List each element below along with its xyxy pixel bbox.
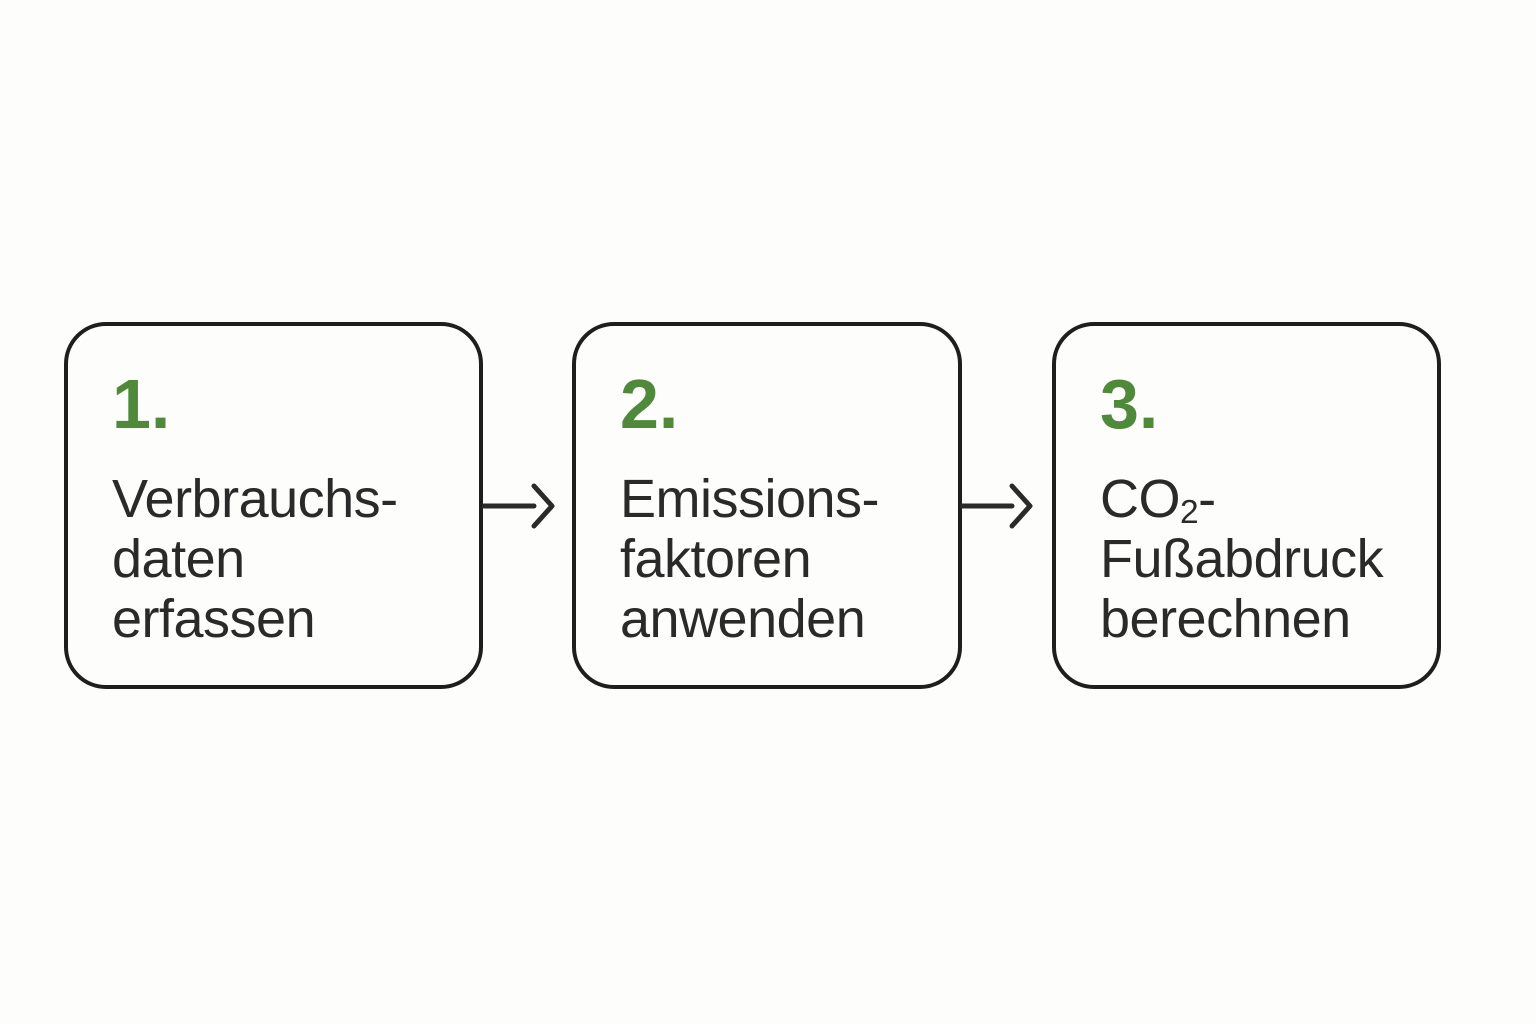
step-1-number: 1. [112,365,171,443]
step-1-line-2: daten [112,529,245,589]
step-3-line-3: berechnen [1100,589,1351,649]
co2-subscript: 2 [1180,494,1199,532]
step-1-line-1: Verbrauchs- [112,469,398,529]
step-3-line-2: Fußabdruck [1100,529,1384,589]
arrow-right-icon [482,474,558,538]
step-2-line-3: anwenden [620,589,866,649]
step-3-number: 3. [1100,365,1159,443]
step-2-line-2: faktoren [620,529,812,589]
step-2-line-1: Emissions- [620,469,880,529]
step-1-label: Verbrauchs- daten erfassen [112,469,455,649]
step-2-label: Emissions- faktoren anwenden [620,469,934,649]
step-box-2: 2. Emissions- faktoren anwenden [572,322,962,689]
co2-suffix: - [1198,469,1216,529]
step-3-label: CO2- Fußabdruck berechnen [1100,469,1413,649]
step-3-line-1-co2: CO2- [1100,469,1413,529]
step-2-number: 2. [620,365,679,443]
arrow-right-icon [960,474,1036,538]
co2-prefix: CO [1100,469,1181,529]
step-1-line-3: erfassen [112,589,316,649]
step-box-1: 1. Verbrauchs- daten erfassen [64,322,483,689]
step-box-3: 3. CO2- Fußabdruck berechnen [1052,322,1441,689]
